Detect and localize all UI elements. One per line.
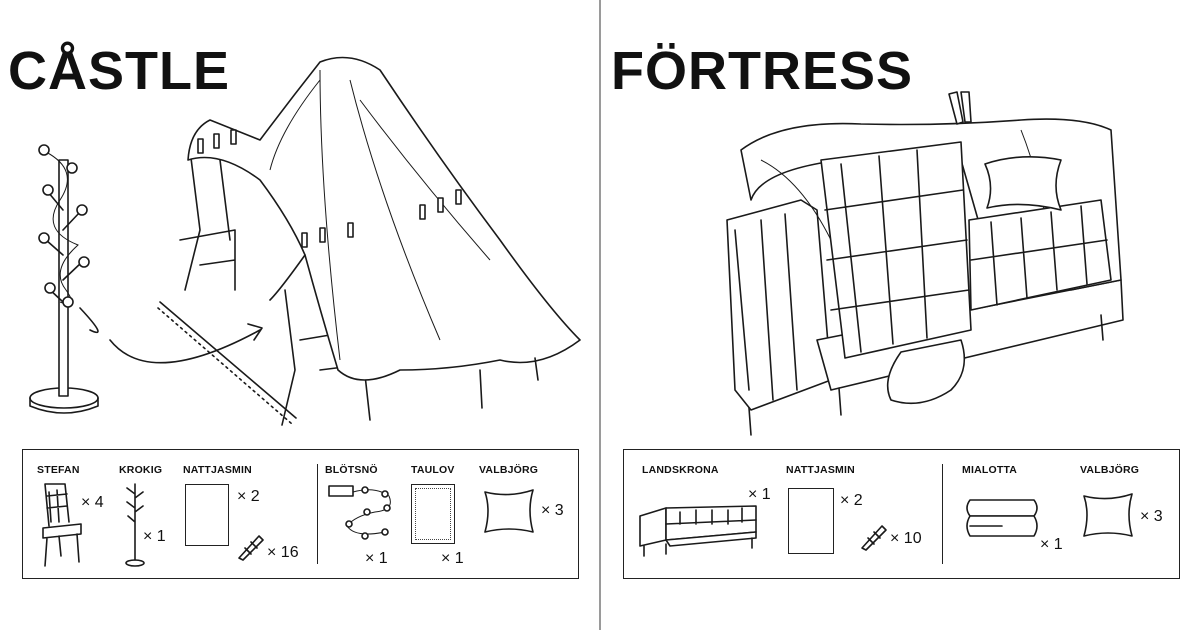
sheet-canopy: [187, 56, 581, 381]
clothespins-on-sheet: [948, 91, 972, 125]
part-quantity: × 3: [1140, 508, 1163, 525]
part-quantity: × 4: [81, 494, 104, 511]
clothespin-icon: [861, 525, 887, 551]
coat-stand-icon: [125, 483, 145, 567]
clothespins-on-sheet: [197, 129, 462, 248]
string-lights-icon: [328, 485, 391, 540]
sheet-icon: [185, 484, 229, 546]
rug-icon: [411, 484, 455, 544]
part-quantity: × 1: [143, 528, 166, 545]
fortress-illustration: [726, 91, 1124, 436]
part-quantity: × 2: [840, 492, 863, 509]
sofa-icon: [639, 505, 757, 557]
part-quantity: × 16: [267, 544, 299, 561]
fortress-parts-list: LANDSKRONA × 1 NATTJASMIN × 2 × 10: [623, 449, 1180, 579]
sheet-icon: [788, 488, 834, 554]
castle-panel: CÅSTLE: [8, 41, 581, 579]
part-label: TAULOV: [411, 464, 455, 476]
part-label: NATTJASMIN: [183, 464, 252, 476]
part-label: LANDSKRONA: [642, 464, 719, 476]
cushion-icon: [1083, 493, 1133, 537]
part-quantity: × 2: [237, 488, 260, 505]
castle-title: CÅSTLE: [8, 41, 230, 101]
part-label: VALBJÖRG: [479, 464, 539, 476]
fortress-title: FÖRTRESS: [611, 41, 914, 101]
part-quantity: × 10: [890, 530, 922, 547]
part-label: VALBJÖRG: [1080, 464, 1140, 476]
panel-divider: [599, 0, 601, 630]
part-label: MIALOTTA: [962, 464, 1018, 476]
part-quantity: × 1: [441, 550, 464, 567]
part-label: NATTJASMIN: [786, 464, 855, 476]
part-quantity: × 1: [748, 486, 771, 503]
sofa-arm: [726, 199, 832, 411]
folded-blanket-icon: [966, 499, 1038, 537]
part-quantity: × 1: [365, 550, 388, 567]
part-quantity: × 3: [541, 502, 564, 519]
part-label: STEFAN: [37, 464, 80, 476]
part-label: KROKIG: [119, 464, 163, 476]
parts-separator: [317, 464, 319, 564]
chair-icon: [42, 483, 82, 567]
fortress-panel: FÖRTRESS LANDSKRONA: [601, 0, 1200, 630]
coat-stand-with-lights: [29, 144, 99, 414]
cushion-icon: [484, 489, 534, 533]
castle-parts-list: STEFAN × 4 KROKIG × 1 NATTJASMIN × 2: [22, 449, 579, 579]
rug-under-tent: [157, 301, 297, 425]
clothespin-icon: [238, 535, 264, 561]
part-quantity: × 1: [1040, 536, 1063, 553]
part-label: BLÖTSNÖ: [325, 464, 378, 476]
placement-arrow: [109, 329, 261, 364]
castle-illustration: [29, 56, 581, 426]
parts-separator: [942, 464, 944, 564]
